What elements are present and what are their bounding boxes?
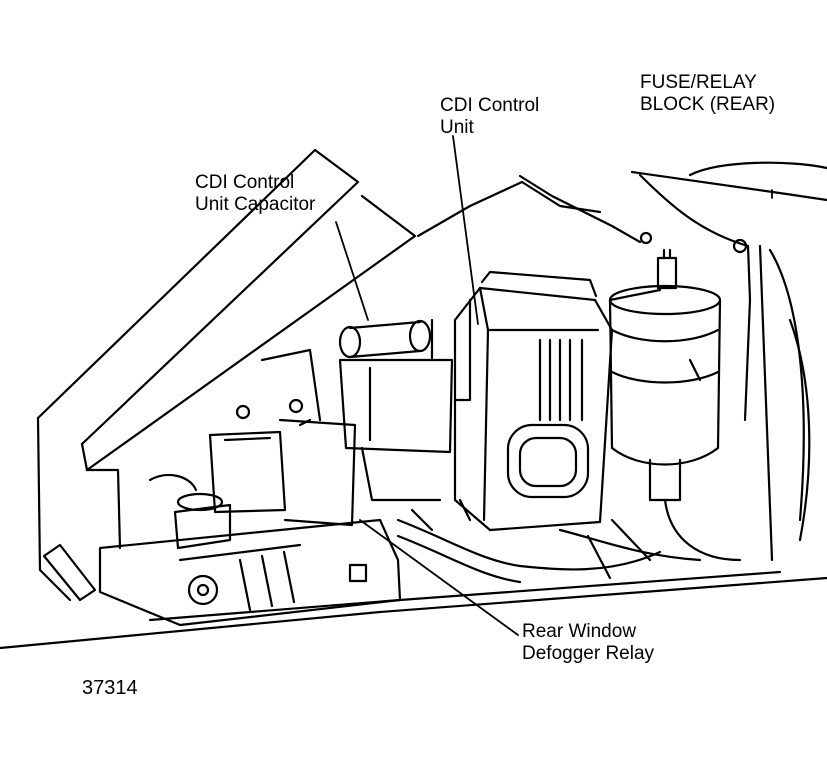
leader-capacitor [336, 222, 368, 320]
figure-number: 37314 [82, 677, 138, 699]
label-line: CDI Control [440, 95, 540, 116]
label-line: FUSE/RELAY [640, 72, 757, 93]
cylinder-component [610, 250, 740, 560]
relay-cluster [44, 350, 400, 625]
label-fuse-relay-block: FUSE/RELAY BLOCK (REAR) [640, 72, 775, 116]
label-line: CDI Control [195, 172, 295, 193]
label-cdi-capacitor: CDI Control Unit Capacitor [195, 172, 315, 216]
housing-panel [0, 150, 827, 648]
label-line: Unit [440, 117, 474, 138]
label-line: BLOCK (REAR) [640, 94, 776, 115]
label-line: Defogger Relay [522, 643, 655, 664]
label-rear-window-defogger-relay: Rear Window Defogger Relay [522, 621, 654, 665]
label-line: Unit Capacitor [195, 194, 316, 215]
cdi-capacitor [340, 320, 452, 500]
leader-rear-relay [360, 520, 518, 635]
cdi-control-unit [455, 272, 612, 530]
label-cdi-control-unit: CDI Control Unit [440, 95, 539, 139]
leader-cdi-unit [453, 136, 478, 324]
wiring-harness [398, 500, 700, 582]
label-line: Rear Window [522, 621, 637, 642]
leader-lines [336, 136, 772, 635]
fuse-relay-block [610, 163, 827, 560]
